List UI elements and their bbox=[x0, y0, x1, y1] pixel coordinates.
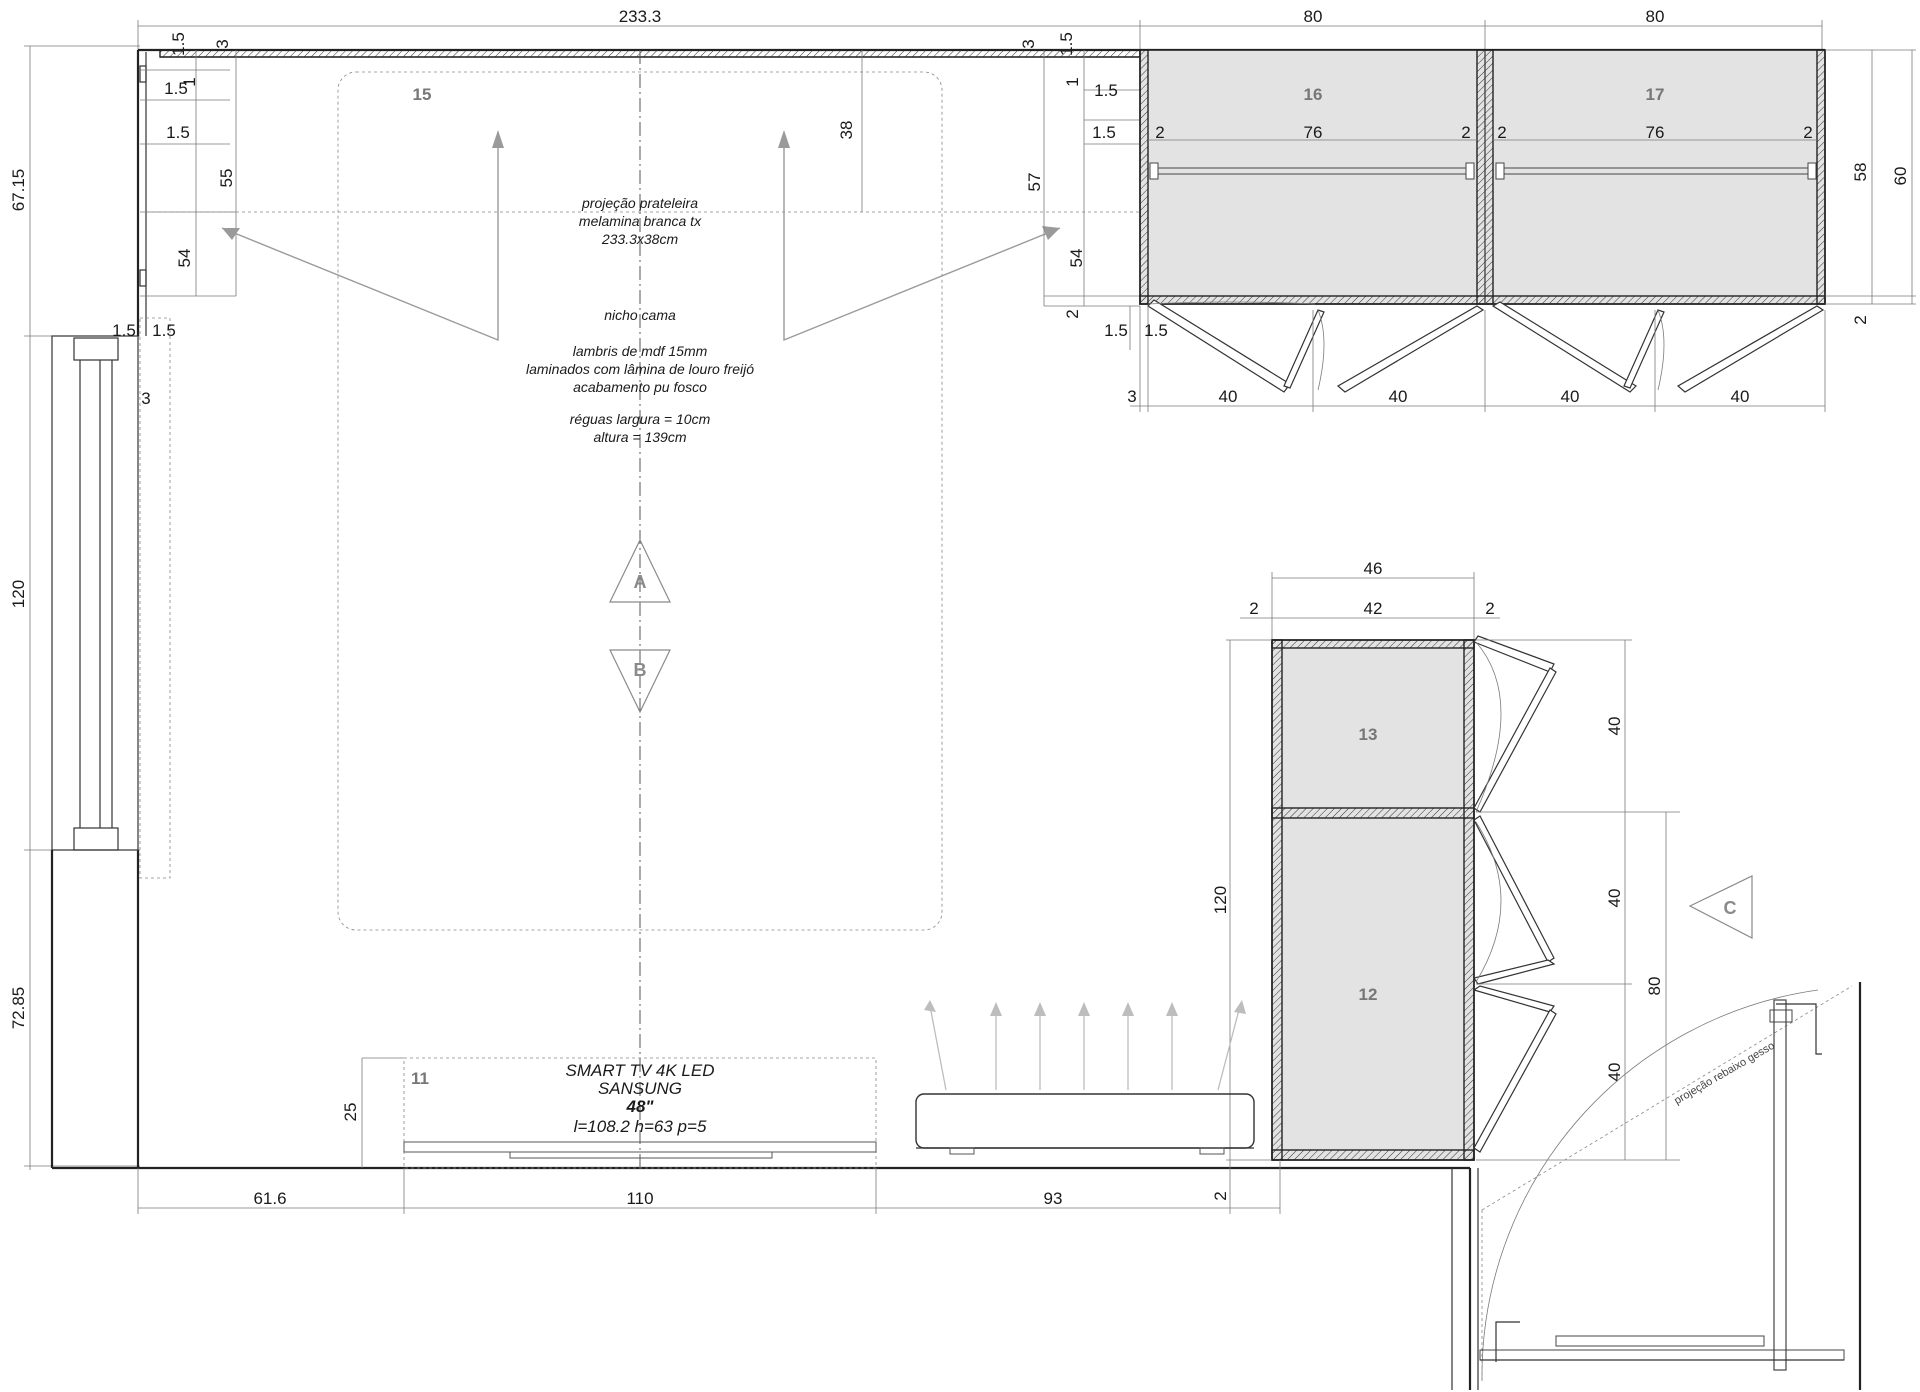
dim-w17-76: 76 bbox=[1646, 123, 1665, 142]
dim-side-door-40-a: 40 bbox=[1605, 717, 1624, 736]
dim-bottom-93: 93 bbox=[1044, 1189, 1063, 1208]
note-line-3: 233.3x38cm bbox=[601, 231, 679, 247]
dim-mid-57: 57 bbox=[1025, 173, 1044, 192]
section-b: B bbox=[634, 660, 647, 680]
dim-tv-25: 25 bbox=[341, 1103, 360, 1122]
tag-13: 13 bbox=[1359, 725, 1378, 744]
dim-window-120: 120 bbox=[9, 580, 28, 608]
dim-left-1: 1 bbox=[180, 77, 199, 86]
note-line-6: laminados com lâmina de louro freijó bbox=[526, 361, 754, 377]
tag-17: 17 bbox=[1646, 85, 1665, 104]
bench bbox=[915, 1000, 1255, 1155]
dim-side-46: 46 bbox=[1364, 559, 1383, 578]
dim-67-15: 67.15 bbox=[9, 169, 28, 212]
dim-side-right-2: 2 bbox=[1485, 599, 1494, 618]
dim-side-120: 120 bbox=[1211, 886, 1230, 914]
tv-line-2: SANSUNG bbox=[598, 1079, 682, 1098]
section-c: C bbox=[1724, 898, 1737, 918]
top-dimension-chain: 233.3 80 80 bbox=[137, 7, 1823, 60]
dim-mid-1-5-b: 1.5 bbox=[1092, 123, 1116, 142]
note-line-8: réguas largura = 10cm bbox=[570, 411, 711, 427]
bed-outline bbox=[337, 71, 943, 931]
dim-mid-1: 1 bbox=[1063, 77, 1082, 86]
dim-side-80: 80 bbox=[1645, 977, 1664, 996]
dim-shelf-38: 38 bbox=[837, 121, 856, 140]
dim-w16-right-2: 2 bbox=[1461, 123, 1470, 142]
side-cabinet: 46 2 42 2 13 12 40 40 40 80 bbox=[1211, 559, 1753, 1168]
tv-line-1: SMART TV 4K LED bbox=[566, 1061, 715, 1080]
dim-left-55: 55 bbox=[217, 169, 236, 188]
section-a: A bbox=[634, 572, 647, 592]
dim-bot-1-5-a: 1.5 bbox=[1104, 321, 1128, 340]
bed-niche: 15 38 projeção prateleira melamina branc… bbox=[146, 50, 1140, 1168]
tag-12: 12 bbox=[1359, 985, 1378, 1004]
dim-win-3: 3 bbox=[141, 389, 150, 408]
dim-top-left-3: 3 bbox=[213, 39, 232, 48]
dim-wardrobe-left-80: 80 bbox=[1304, 7, 1323, 26]
dim-mid-54: 54 bbox=[1067, 249, 1086, 268]
ceiling-note: projeção rebaixo gesso bbox=[1672, 1040, 1777, 1107]
dim-wardrobe-right-80: 80 bbox=[1646, 7, 1665, 26]
dim-bottom-2: 2 bbox=[1211, 1191, 1230, 1200]
dim-win-1-5-b: 1.5 bbox=[152, 321, 176, 340]
note-line-2: melamina branca tx bbox=[579, 213, 702, 229]
dim-w17-left-2: 2 bbox=[1497, 123, 1506, 142]
dim-mid-1-5-a: 1.5 bbox=[1094, 81, 1118, 100]
dim-72-85: 72.85 bbox=[9, 987, 28, 1030]
dim-bottom-110: 110 bbox=[626, 1189, 653, 1208]
note-line-9: altura = 139cm bbox=[594, 429, 687, 445]
tag-16: 16 bbox=[1304, 85, 1323, 104]
dim-side-door-40-c: 40 bbox=[1605, 1063, 1624, 1082]
dim-top-right-3: 3 bbox=[1019, 39, 1038, 48]
dim-depth-58: 58 bbox=[1851, 163, 1870, 182]
dim-depth-60: 60 bbox=[1891, 167, 1910, 186]
dim-depth-2: 2 bbox=[1851, 315, 1870, 324]
dim-mid-2: 2 bbox=[1063, 309, 1082, 318]
dim-left-54: 54 bbox=[175, 249, 194, 268]
dim-side-left-2: 2 bbox=[1249, 599, 1258, 618]
dim-left-1-5-b: 1.5 bbox=[166, 123, 190, 142]
dim-w16-left-2: 2 bbox=[1155, 123, 1164, 142]
dim-win-1-5-a: 1.5 bbox=[112, 321, 136, 340]
dim-w16-76: 76 bbox=[1304, 123, 1323, 142]
tag-15: 15 bbox=[413, 85, 432, 104]
note-line-7: acabamento pu fosco bbox=[573, 379, 707, 395]
bottom-dimension-chain: 61.6 110 93 2 bbox=[137, 1160, 1281, 1214]
dim-door-40-c: 40 bbox=[1561, 387, 1580, 406]
note-line-4: nicho cama bbox=[604, 307, 676, 323]
dim-bot-1-5-b: 1.5 bbox=[1144, 321, 1168, 340]
dim-door-40-a: 40 bbox=[1219, 387, 1238, 406]
tv-line-3: 48" bbox=[626, 1097, 655, 1116]
dim-door-3: 3 bbox=[1127, 387, 1136, 406]
dim-left-1-5-a: 1.5 bbox=[164, 79, 188, 98]
tv-unit: 11 SMART TV 4K LED SANSUNG 48" l=108.2 h… bbox=[341, 1057, 877, 1169]
note-line-1: projeção prateleira bbox=[581, 195, 698, 211]
tag-11: 11 bbox=[411, 1069, 429, 1088]
dim-door-40-d: 40 bbox=[1731, 387, 1750, 406]
right-depth-dims: 58 60 2 bbox=[1825, 49, 1916, 325]
dim-w17-right-2: 2 bbox=[1803, 123, 1812, 142]
dim-side-door-40-b: 40 bbox=[1605, 889, 1624, 908]
dim-bottom-61-6: 61.6 bbox=[253, 1189, 286, 1208]
wardrobe-16-17: 16 17 2 76 2 2 76 2 3 40 40 40 40 1.5 1.… bbox=[1104, 49, 1826, 412]
note-line-5: lambris de mdf 15mm bbox=[573, 343, 708, 359]
room-walls bbox=[50, 48, 1862, 1390]
dim-door-40-b: 40 bbox=[1389, 387, 1408, 406]
dim-side-42: 42 bbox=[1364, 599, 1383, 618]
left-dimension-chain: 67.15 120 72.85 bbox=[9, 45, 140, 1170]
dim-233-3: 233.3 bbox=[619, 7, 662, 26]
tv-line-4: l=108.2 h=63 p=5 bbox=[574, 1117, 707, 1136]
